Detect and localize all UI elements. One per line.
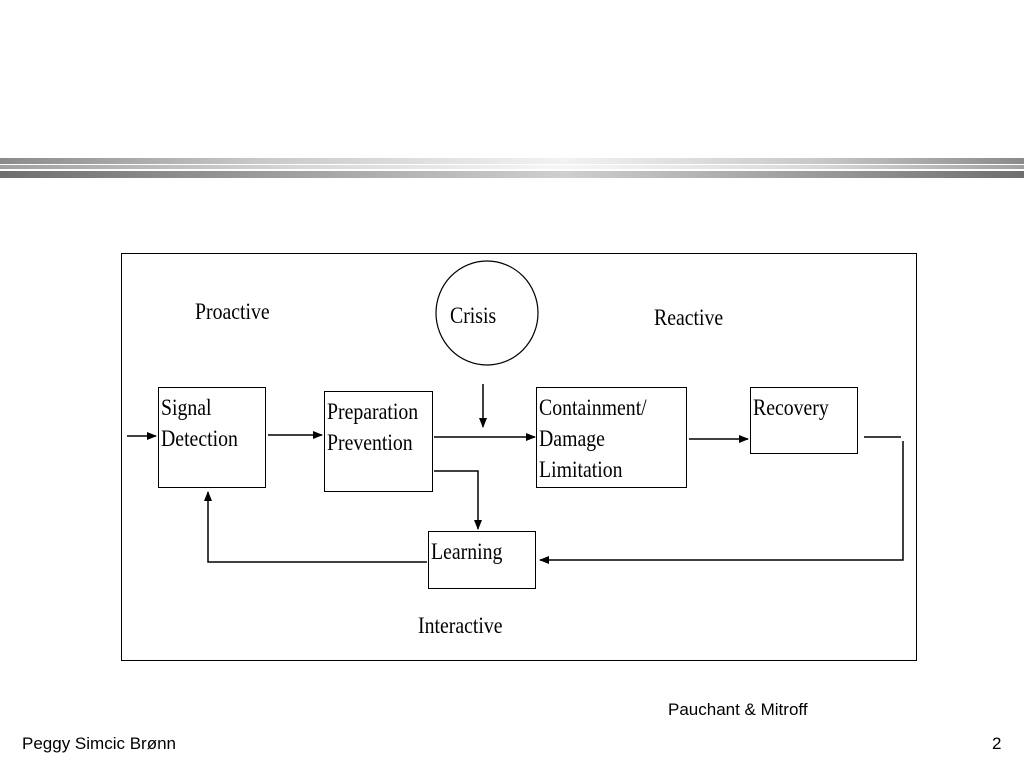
crisis-circle — [435, 260, 539, 366]
learning-box: Learning — [428, 531, 536, 589]
page-number: 2 — [992, 734, 1002, 753]
title-rule-top — [0, 158, 1024, 164]
title-rule-middle — [0, 165, 1024, 169]
signal-detection-box: Signal Detection — [158, 387, 266, 488]
containment-box: Containment/ Damage Limitation — [536, 387, 687, 488]
arrow-recovery-to-learning — [539, 441, 904, 564]
preparation-prevention-box: Preparation Prevention — [324, 391, 433, 492]
arrow-learning-to-signal — [204, 491, 427, 563]
source-citation: Pauchant & Mitroff — [668, 700, 808, 719]
arrow-preparation-to-learning — [434, 470, 482, 530]
author-name: Peggy Simcic Brønn — [22, 734, 176, 753]
interactive-label: Interactive — [418, 613, 503, 638]
containment-label: Containment/ Damage Limitation — [539, 395, 647, 482]
signal-detection-label: Signal Detection — [161, 395, 238, 451]
title-rule-bottom — [0, 171, 1024, 178]
recovery-label: Recovery — [753, 395, 829, 420]
crisis-label: Crisis — [450, 303, 497, 328]
preparation-prevention-label: Preparation Prevention — [327, 399, 419, 455]
diagram-frame — [121, 253, 917, 661]
proactive-label: Proactive — [195, 299, 270, 324]
reactive-label: Reactive — [654, 305, 724, 330]
recovery-box: Recovery — [750, 387, 858, 454]
learning-label: Learning — [431, 539, 503, 564]
